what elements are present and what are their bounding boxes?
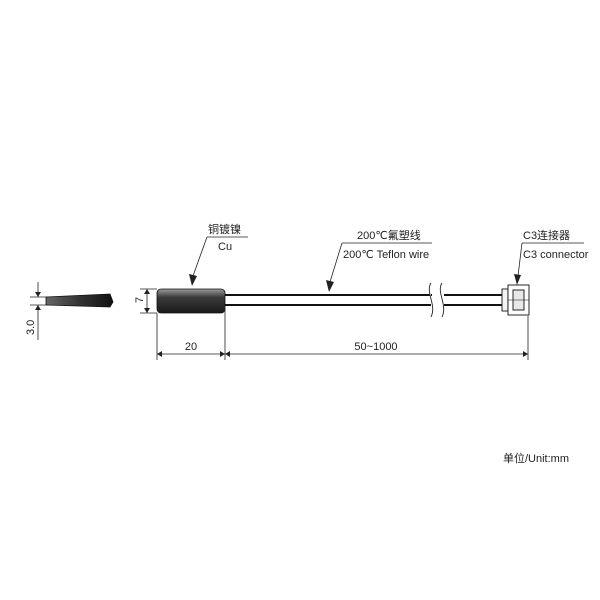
connector-type-en: C3 connector	[523, 249, 589, 261]
probe-material-en: Cu	[218, 241, 232, 253]
probe-side-view	[45, 293, 114, 308]
probe-body	[156, 288, 226, 314]
probe-callout-leader	[189, 236, 248, 286]
c3-connector	[501, 284, 530, 316]
thickness-dimension	[30, 282, 48, 340]
width-dimension	[140, 288, 157, 314]
wire-type-en: 200℃ Teflon wire	[343, 249, 429, 261]
connector-callout-leader	[514, 242, 584, 285]
width-label: 7	[134, 297, 146, 303]
probe-length-label: 20	[185, 341, 197, 353]
connector-type-cn: C3连接器	[523, 229, 570, 242]
thickness-label: 3.0	[25, 320, 37, 335]
probe-material-cn: 铜镀镍	[208, 222, 241, 236]
teflon-wire	[225, 294, 502, 306]
length-dimensions	[156, 307, 529, 360]
wire-break-symbol	[428, 282, 445, 318]
wire-length-label: 50~1000	[354, 341, 397, 353]
wire-type-cn: 200℃氟塑线	[357, 228, 421, 242]
unit-note: 单位/Unit:mm	[503, 451, 569, 465]
wire-callout-leader	[326, 242, 432, 292]
